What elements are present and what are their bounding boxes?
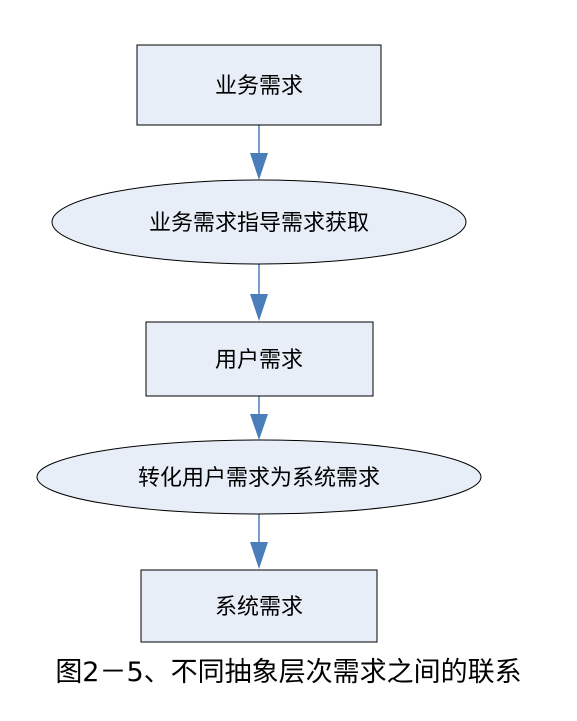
node-user-requirements-label: 用户需求 bbox=[215, 348, 303, 373]
node-conversion-step: 转化用户需求为系统需求 bbox=[36, 439, 482, 515]
node-elicitation-step: 业务需求指导需求获取 bbox=[51, 179, 467, 265]
flow-diagram: 业务需求 业务需求指导需求获取 用户需求 转化用户需求为系统需求 系统需求 bbox=[36, 44, 482, 643]
connector-business-to-elicitation bbox=[250, 125, 268, 180]
connector-conversion-to-system bbox=[250, 514, 268, 569]
node-business-requirements-label: 业务需求 bbox=[215, 74, 303, 99]
node-elicitation-step-label: 业务需求指导需求获取 bbox=[149, 211, 369, 236]
node-system-requirements: 系统需求 bbox=[140, 569, 378, 643]
node-user-requirements: 用户需求 bbox=[145, 321, 374, 397]
connector-user-to-conversion bbox=[250, 396, 268, 440]
node-conversion-step-label: 转化用户需求为系统需求 bbox=[138, 466, 380, 491]
node-system-requirements-label: 系统需求 bbox=[215, 595, 303, 620]
connector-elicitation-to-user bbox=[250, 264, 268, 321]
figure-caption: 图2－5、不同抽象层次需求之间的联系 bbox=[55, 657, 522, 688]
node-business-requirements: 业务需求 bbox=[136, 44, 382, 126]
